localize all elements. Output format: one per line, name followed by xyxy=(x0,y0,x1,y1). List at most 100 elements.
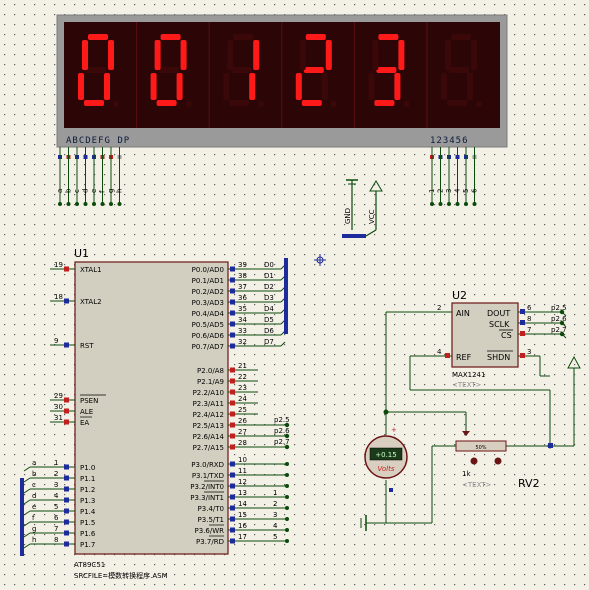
u1-microcontroller[interactable]: U1 AT89C51 SRCFILE=模数转换程序.ASM xyxy=(74,247,229,580)
pin-marker xyxy=(230,538,235,544)
pin-marker xyxy=(64,519,69,525)
digit-1 xyxy=(78,34,119,107)
pin-marker xyxy=(230,411,235,417)
voltmeter[interactable]: +0.15 Volts + xyxy=(364,426,408,492)
u1-pin-number: 14 xyxy=(238,500,247,508)
u1-pin-number: 35 xyxy=(238,305,247,313)
segment-a xyxy=(305,34,326,40)
u1-pin-name: EA xyxy=(80,419,89,427)
p3-net-label: 5 xyxy=(273,533,277,541)
p0-net-label: D2 xyxy=(264,283,274,291)
segment-c xyxy=(176,73,183,100)
u2-pin-ref: REF xyxy=(456,353,472,362)
u1-pin-name: P2.6/A14 xyxy=(193,433,225,441)
u1-pin-number: 8 xyxy=(54,536,58,544)
u1-pin-number: 6 xyxy=(54,514,59,522)
u1-pin-number: 2 xyxy=(54,470,58,478)
u1-pin-name: P1.4 xyxy=(80,508,96,516)
u1-pin-name: P0.7/AD7 xyxy=(192,343,224,351)
pin-node xyxy=(438,202,443,206)
pin-node xyxy=(100,202,105,206)
u2-text: <TEXT> xyxy=(452,381,482,389)
net-node xyxy=(285,484,289,488)
svg-text:p2.5: p2.5 xyxy=(551,304,567,312)
net-node xyxy=(285,473,289,477)
common-pin-label: 6 xyxy=(471,188,479,193)
p2-net-label: p2.5 xyxy=(274,416,290,424)
common-label: 123456 xyxy=(430,136,469,146)
voltmeter-unit: Volts xyxy=(378,465,395,473)
u2-pin-cs: CS xyxy=(501,331,512,340)
pin-marker xyxy=(230,266,235,272)
net-node xyxy=(285,528,289,532)
u1-pin-number: 30 xyxy=(54,403,63,411)
p1-net-label: e xyxy=(32,503,36,511)
pin-marker xyxy=(230,516,235,522)
segment-pin-label: f xyxy=(99,190,107,193)
svg-text:p2.6: p2.6 xyxy=(551,315,567,323)
net-node xyxy=(285,539,289,543)
segment-d xyxy=(156,100,177,106)
bus-entry xyxy=(23,521,31,527)
segment-g xyxy=(86,67,106,73)
net-node xyxy=(285,517,289,521)
segment-a xyxy=(233,34,254,40)
u2-adc[interactable]: U2 MAX1241 <TEXT> AIN REF DOUT SCLK CS S… xyxy=(386,289,567,389)
u1-pin-number: 7 xyxy=(54,525,58,533)
u1-pin-name: ALE xyxy=(80,408,93,416)
pin-marker xyxy=(64,530,69,536)
segment-pin-label: c xyxy=(73,189,81,193)
segment-dp xyxy=(403,101,410,107)
pin-node xyxy=(83,202,88,206)
u1-pin-name: P2.3/A11 xyxy=(193,400,224,408)
pin-marker xyxy=(230,494,235,500)
segment-b xyxy=(180,40,187,70)
u1-pin-number: 9 xyxy=(54,337,58,345)
rv2-potentiometer[interactable]: 50% 1k <TEXT> RV2 xyxy=(455,431,553,490)
p1-net-label: g xyxy=(32,525,36,533)
pin-node xyxy=(455,202,460,206)
vcc-power[interactable]: VCC xyxy=(365,180,383,237)
p0-net-label: D6 xyxy=(264,327,274,335)
u1-pin-number: 4 xyxy=(54,492,59,500)
u1-pin-name: P0.2/AD2 xyxy=(192,288,224,296)
u1-pin-name: P0.4/AD4 xyxy=(192,310,225,318)
pin-marker xyxy=(230,444,235,450)
segment-f xyxy=(372,40,379,70)
segment-b xyxy=(325,40,332,70)
pin-node xyxy=(117,202,122,206)
common-pin-label: 1 xyxy=(428,189,436,193)
p0-net-label: D5 xyxy=(264,316,274,324)
rv2-value: 1k xyxy=(462,470,471,478)
u1-pin-number: 31 xyxy=(54,414,63,422)
segment-dp xyxy=(258,101,265,107)
u2-pin-sclk: SCLK xyxy=(489,320,510,329)
p3-net-label: 3 xyxy=(273,511,277,519)
u1-pin-number: 23 xyxy=(238,384,247,392)
u1-pin-number: 26 xyxy=(238,417,247,425)
pin-marker xyxy=(230,288,235,294)
bus-entry xyxy=(23,532,31,538)
u1-pin-name: P0.5/AD5 xyxy=(192,321,224,329)
pin-marker xyxy=(64,266,69,272)
segment-b xyxy=(253,40,260,70)
voltmeter-plus: + xyxy=(391,426,397,434)
p0-net-label: D1 xyxy=(264,272,274,280)
segment-g xyxy=(449,67,469,73)
u1-pin-number: 15 xyxy=(238,511,247,519)
u1-left-pins: 19XTAL118XTAL29RST29PSEN30ALE31EA1P1.02P… xyxy=(23,261,106,549)
pin-marker xyxy=(64,464,69,470)
u1-pin-number: 12 xyxy=(238,478,247,486)
segment-dp xyxy=(476,101,482,107)
u1-pin-number: 18 xyxy=(54,293,63,301)
gnd-power[interactable]: GND xyxy=(342,179,366,238)
p3-net-label: 4 xyxy=(273,522,278,530)
pin-marker xyxy=(64,408,69,414)
u1-pin-number: 13 xyxy=(238,489,247,497)
segment-c xyxy=(321,73,328,100)
segment-c xyxy=(394,73,401,100)
seven-segment-display[interactable]: ABCDEFG DP 123456 xyxy=(56,14,508,148)
